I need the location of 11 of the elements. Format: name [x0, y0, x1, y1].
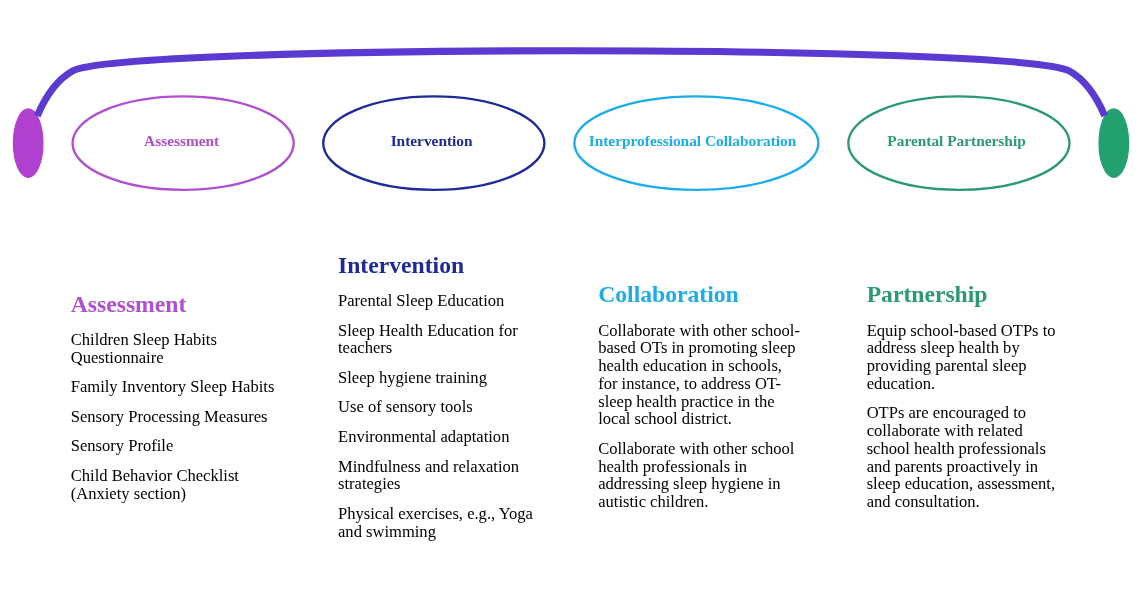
node-ellipse: Assessment [71, 94, 295, 191]
node-text: Intervention Parental Sleep Education Sleep Health Education for teachers Sleep hygiene training Use of sensory tools Environmental adaptation Mindfulness and relaxation strategies Physical exercises, e.g., Yoga and swimming [338, 251, 533, 541]
connector [34, 46, 1108, 117]
node-ellipse: Interprofessional Collaboration [573, 94, 820, 191]
node-text: Assessment Children Sleep Habits Questionnaire Family Inventory Sleep Habits Sensory Processing Measures Sensory Profile Child Behavior Checklist (Anxiety section) [70, 290, 275, 503]
node-ellipse [1098, 107, 1130, 178]
node-ellipse [12, 107, 44, 178]
node-ellipse: Intervention [322, 94, 546, 191]
node-text: Partnership Equip school-based OTPs to address sleep health by providing parental sleep education. OTPs are encouraged to collaborate with related school health professionals and parents proactively in sleep education, assessment, and consultation. [866, 280, 1056, 511]
node-ellipse: Parental Partnership [847, 94, 1071, 191]
node-text: Collaboration Collaborate with other school-based OTs in promoting sleep health education in schools, for instance, to address OT- sleep health practice in the local school district. Collaborate with other school health professionals in addressing sleep hygiene in autistic children. [598, 280, 800, 511]
